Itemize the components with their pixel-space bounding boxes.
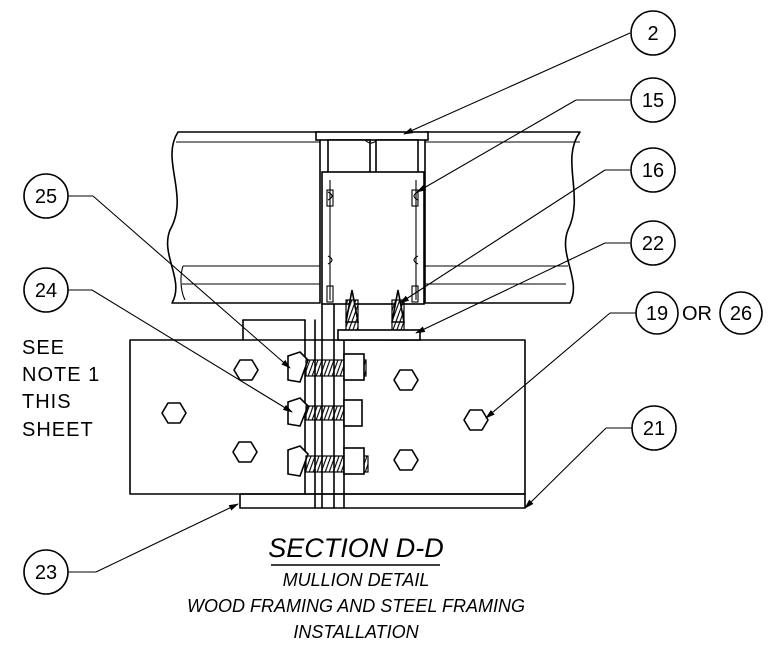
callout-21-label: 21	[643, 418, 665, 440]
callout-2-label: 2	[647, 23, 658, 45]
through-bolt-middle	[287, 397, 363, 427]
callout-21: 21	[631, 405, 677, 451]
callout-24: 24	[23, 267, 69, 313]
side-note: SEE NOTE 1 THIS SHEET	[22, 337, 100, 441]
title-block: SECTION D-D MULLION DETAIL WOOD FRAMING …	[187, 533, 525, 642]
callout-2: 2	[630, 10, 676, 56]
callout-25: 25	[23, 173, 69, 219]
callout-16-label: 16	[642, 160, 664, 182]
callout-16: 16	[630, 147, 676, 193]
callout-22-label: 22	[642, 233, 664, 255]
callout-24-label: 24	[35, 280, 57, 302]
glass-panel-right	[424, 131, 581, 304]
callout-19: 19	[635, 291, 679, 335]
note-line-1: SEE	[22, 337, 65, 359]
callout-26: 26	[719, 291, 763, 335]
glass-panel-left	[166, 131, 321, 304]
callout-19-label: 19	[646, 303, 668, 325]
subtitle-framing: WOOD FRAMING AND STEEL FRAMING	[187, 596, 525, 616]
leader-lines	[68, 32, 636, 573]
callout-15-label: 15	[642, 90, 664, 112]
callout-25-label: 25	[35, 186, 57, 208]
callout-23-label: 23	[35, 562, 57, 584]
callout-26-label: 26	[730, 303, 752, 325]
note-line-4: SHEET	[22, 419, 94, 441]
callout-22: 22	[630, 220, 676, 266]
subtitle-mullion-detail: MULLION DETAIL	[283, 570, 430, 590]
mullion-extrusion	[315, 131, 429, 305]
section-title: SECTION D-D	[268, 533, 444, 563]
callout-23: 23	[23, 549, 69, 595]
through-bolt-top	[287, 351, 367, 383]
note-line-3: THIS	[22, 391, 72, 413]
subtitle-installation: INSTALLATION	[293, 622, 419, 642]
callout-15: 15	[630, 77, 676, 123]
note-line-2: NOTE 1	[22, 364, 100, 386]
or-connector-text: OR	[682, 303, 712, 325]
through-bolt-bottom	[287, 445, 369, 477]
